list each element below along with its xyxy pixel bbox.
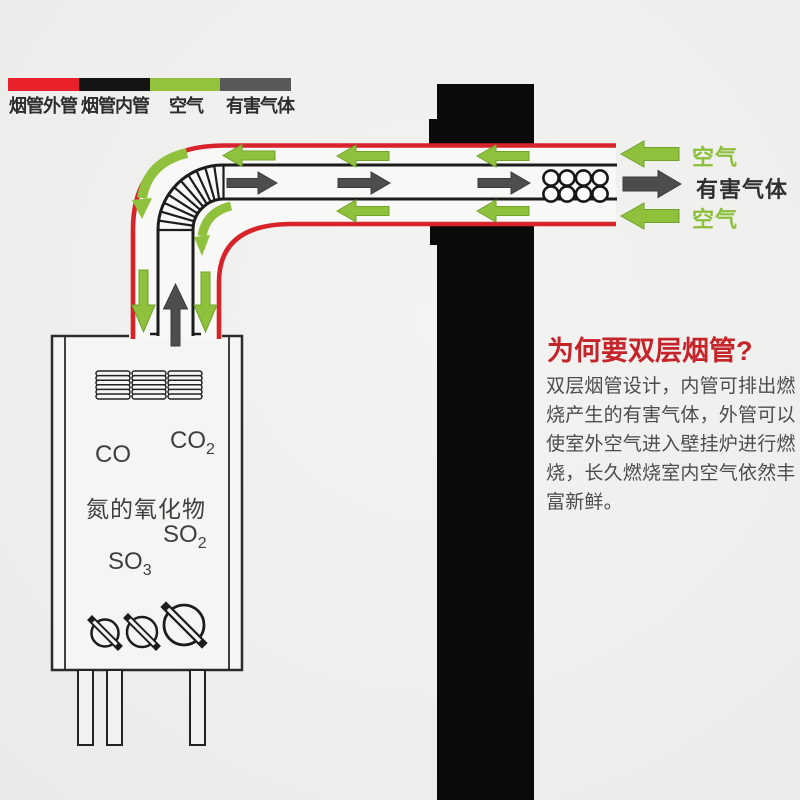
legend-label-air: 空气 [169, 96, 204, 116]
air-arrow-big-icon [619, 202, 680, 230]
flow-label-harmful-gas: 有害气体 [696, 177, 789, 202]
chem-label-nitrogen-oxides: 氮的氧化物 [86, 496, 206, 522]
chem-label-co: CO [95, 441, 131, 468]
legend-swatch-air [149, 78, 221, 91]
air-arrow-left-icon [476, 199, 530, 223]
air-arrow-down-icon [193, 271, 218, 334]
air-arrow-curve-icon [137, 148, 189, 200]
air-arrow-left-icon [336, 199, 390, 223]
outer-pipe-bottom-red [216, 221, 616, 339]
air-arrow-curve-head [194, 235, 210, 256]
bottom-pipe [106, 669, 123, 746]
pipe-color-legend [8, 78, 291, 91]
bottom-pipe [189, 669, 206, 746]
air-arrow-left-icon [336, 144, 390, 168]
gas-bubbles [542, 169, 609, 203]
gas-arrow-right-icon [337, 171, 391, 195]
wall-upper-step [429, 119, 439, 146]
harmful-gas-arrows [162, 169, 682, 347]
air-arrow-left-icon [222, 143, 276, 168]
wall-lower-step [430, 222, 440, 245]
valve-icon [125, 615, 159, 649]
boiler-bottom-pipes [77, 669, 206, 746]
air-arrow-left-icon [476, 144, 530, 168]
chem-label-co2: CO2 [170, 427, 215, 458]
pipe-interior [133, 145, 616, 338]
inner-pipe-inner-line [191, 197, 617, 336]
info-body: 双层烟管设计，内管可排出燃烧产生的有害气体，外管可以使室外空气进入壁挂炉进行燃烧… [546, 376, 796, 513]
air-arrow-curve-head [132, 198, 152, 219]
legend-label-outer-pipe: 烟管外管 [9, 96, 78, 116]
chem-label-so3: SO3 [108, 548, 152, 579]
chem-label-so2: SO2 [163, 521, 207, 552]
air-arrow-big-icon [619, 140, 680, 168]
inner-pipe-outer-line [156, 163, 617, 336]
boiler-outline [50, 334, 244, 672]
heat-exchanger [95, 370, 203, 400]
legend-swatch-harmful-gas [220, 78, 291, 91]
bottom-pipe [77, 669, 94, 746]
gas-arrow-right-icon [477, 171, 531, 195]
wall-upper [437, 84, 534, 146]
valves [87, 601, 208, 651]
air-flow-arrows [131, 140, 680, 334]
boiler-unit [50, 334, 244, 746]
elbow-corrugation [158, 165, 225, 232]
flow-label-air-top: 空气 [692, 145, 739, 170]
legend-label-inner-pipe: 烟管内管 [81, 96, 150, 116]
valve-icon [162, 603, 206, 647]
gas-arrow-big-icon [622, 169, 682, 199]
air-arrow-down-icon [131, 269, 156, 334]
wall-lower [437, 222, 534, 800]
legend-swatch-inner-pipe [78, 78, 150, 91]
gas-arrow-up-icon [162, 282, 189, 347]
valve-icon [90, 618, 120, 648]
flow-label-air-bottom: 空气 [692, 207, 739, 232]
air-arrow-curve-icon [197, 201, 233, 237]
gas-arrow-right-icon [226, 171, 278, 195]
legend-swatch-outer-pipe [8, 78, 79, 91]
wall [429, 84, 534, 800]
info-heading: 为何要双层烟管? [547, 336, 753, 366]
flue-pipe [130, 143, 617, 339]
legend-label-harmful-gas: 有害气体 [226, 96, 295, 116]
